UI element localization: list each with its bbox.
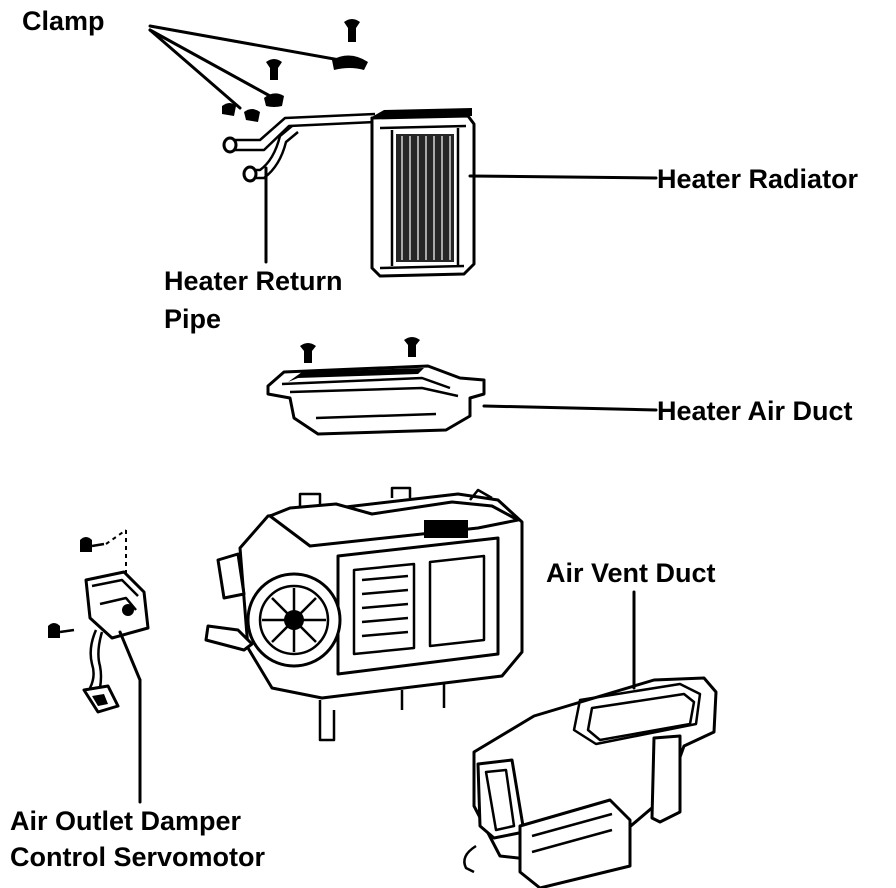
- air-outlet-damper-label-line1: Air Outlet Damper: [10, 806, 242, 836]
- heater-air-duct-label: Heater Air Duct: [657, 396, 853, 426]
- heater-return-pipe-label-line1: Heater Return: [164, 266, 343, 296]
- heater-radiator: [222, 108, 476, 278]
- heater-radiator-leader-line: [468, 174, 658, 180]
- air-outlet-damper-servomotor: [82, 570, 150, 714]
- air-outlet-damper-label-line2: Control Servomotor: [10, 842, 266, 872]
- clamp-label: Clamp: [22, 6, 105, 36]
- clamp-icon: [222, 103, 260, 122]
- heater-unit-case: [204, 486, 524, 742]
- air-vent-duct: [463, 676, 718, 888]
- clamp-callout: Clamp: [22, 6, 364, 110]
- screw-icon: [344, 19, 360, 42]
- screw-icon: [80, 537, 105, 552]
- clamp-leader-line: [148, 28, 272, 98]
- clamp-icon: [264, 93, 284, 107]
- clamp-leader-line: [148, 28, 242, 110]
- heater-radiator-callout: Heater Radiator: [468, 164, 859, 194]
- screw-icon: [300, 343, 316, 363]
- heater-air-duct: [266, 364, 486, 436]
- heater-return-pipe-label-line2: Pipe: [164, 304, 221, 334]
- air-outlet-damper-leader-line: [118, 630, 142, 682]
- clamp-icon: [332, 55, 368, 70]
- screw-icon: [48, 623, 75, 638]
- air-outlet-damper-callout: Air Outlet Damper Control Servomotor: [10, 630, 266, 872]
- clamp-leader-line: [148, 24, 364, 66]
- screw-icon: [266, 59, 282, 80]
- heater-radiator-label: Heater Radiator: [657, 164, 859, 194]
- heater-air-duct-leader-line: [482, 404, 658, 412]
- air-vent-duct-label: Air Vent Duct: [546, 558, 716, 588]
- heater-return-pipe-callout: Heater Return Pipe: [164, 166, 343, 334]
- screw-alignment-line: [105, 529, 127, 545]
- air-vent-duct-callout: Air Vent Duct: [546, 558, 716, 690]
- screw-icon: [404, 337, 420, 357]
- heater-air-duct-callout: Heater Air Duct: [482, 396, 853, 426]
